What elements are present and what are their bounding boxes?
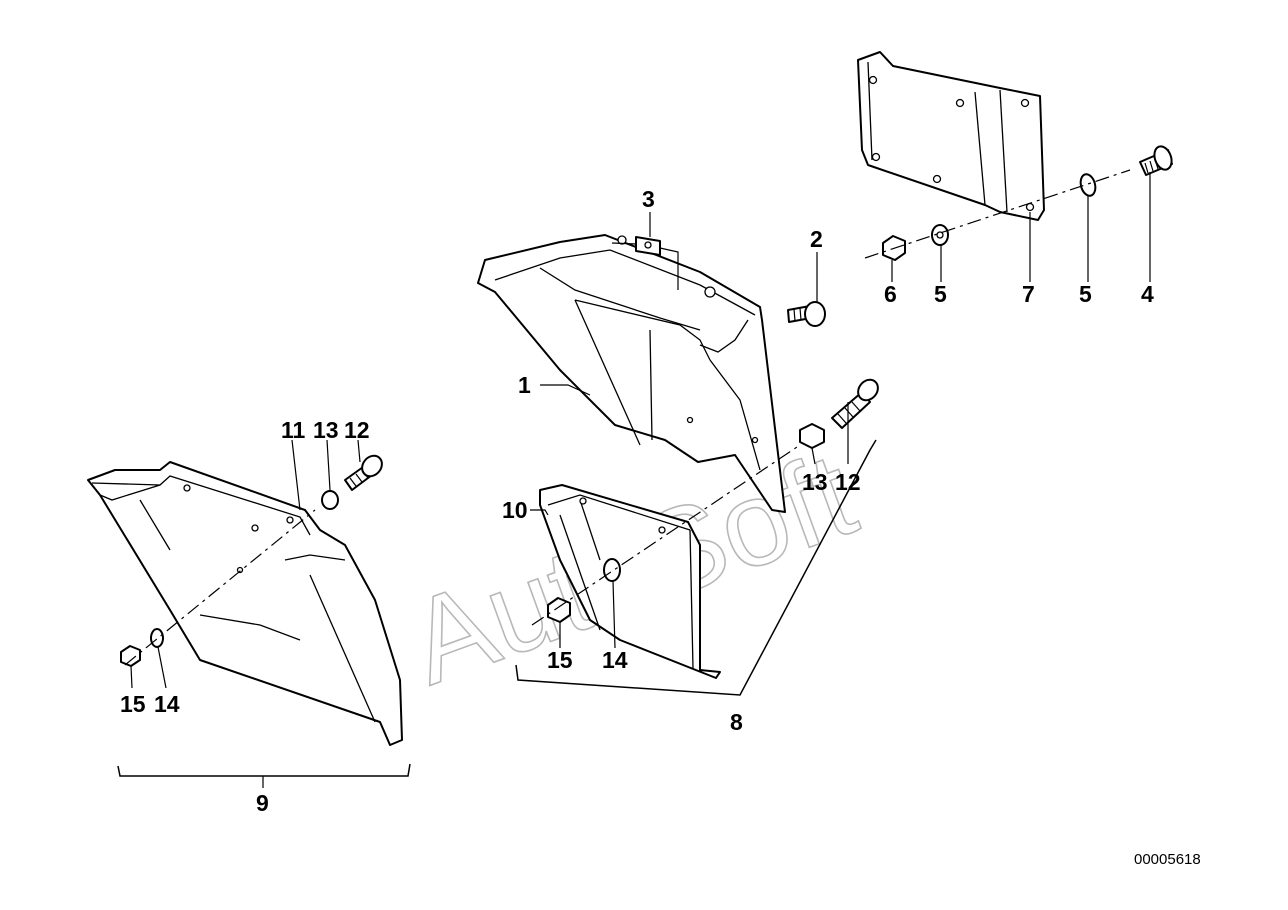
bracket-assembly-8 bbox=[515, 439, 877, 696]
callout-11: 11 bbox=[281, 417, 306, 443]
nut-15-left bbox=[120, 645, 141, 667]
main-cover bbox=[477, 234, 786, 513]
washer-13-left bbox=[321, 490, 339, 510]
callout-9: 9 bbox=[256, 790, 269, 816]
washer-14-left bbox=[150, 628, 164, 648]
washer-5-right bbox=[1079, 173, 1097, 197]
axis-line-plate bbox=[864, 169, 1131, 259]
callout-14-left: 14 bbox=[154, 691, 180, 717]
callout-12-center: 12 bbox=[835, 469, 861, 495]
bolt-12-center bbox=[831, 378, 879, 429]
callout-4: 4 bbox=[1141, 281, 1154, 307]
bolt-12-left bbox=[344, 454, 383, 491]
callout-8: 8 bbox=[730, 709, 743, 735]
callout-6: 6 bbox=[884, 281, 897, 307]
bolt-2 bbox=[787, 301, 826, 327]
callout-5-left: 5 bbox=[934, 281, 947, 307]
lower-cover-10 bbox=[539, 484, 721, 679]
left-cover-11 bbox=[87, 461, 403, 746]
clip-3 bbox=[635, 236, 661, 256]
nut-15-center bbox=[547, 597, 571, 623]
callout-1: 1 bbox=[518, 372, 531, 398]
callout-7: 7 bbox=[1022, 281, 1035, 307]
bolt-4 bbox=[1139, 145, 1173, 176]
bracket-assembly-9 bbox=[117, 763, 411, 777]
callout-13-center: 13 bbox=[802, 469, 828, 495]
leader-lines bbox=[130, 172, 1151, 689]
callout-13-left: 13 bbox=[313, 417, 339, 443]
callout-5-right: 5 bbox=[1079, 281, 1092, 307]
washer-14-center bbox=[603, 558, 621, 582]
mounting-plate bbox=[857, 51, 1045, 221]
axis-line-left bbox=[124, 509, 316, 666]
nut-13-center bbox=[799, 423, 825, 449]
callout-3: 3 bbox=[642, 186, 655, 212]
callout-14-center: 14 bbox=[602, 647, 628, 673]
callout-10: 10 bbox=[502, 497, 528, 523]
callout-2: 2 bbox=[810, 226, 823, 252]
callout-15-center: 15 bbox=[547, 647, 573, 673]
callout-12-left: 12 bbox=[344, 417, 370, 443]
reference-number: 00005618 bbox=[1134, 851, 1201, 868]
callout-15-left: 15 bbox=[120, 691, 146, 717]
